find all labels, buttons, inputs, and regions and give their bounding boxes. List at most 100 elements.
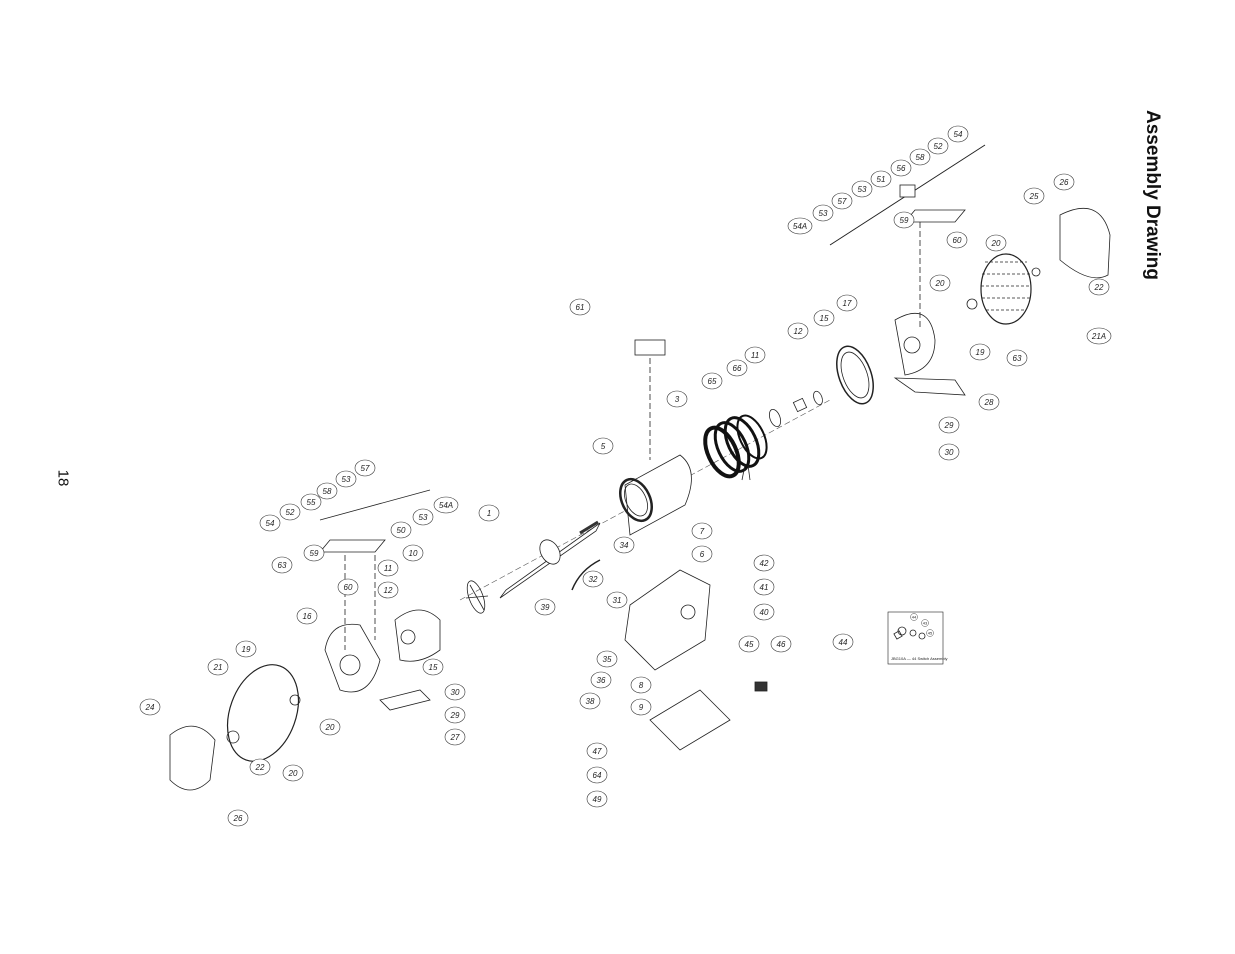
power-cord (571, 559, 601, 591)
callout-12: 12 (787, 322, 809, 340)
callout-61: 61 (569, 298, 591, 316)
callout-25: 25 (1023, 187, 1045, 205)
callout-label: 53 (858, 185, 867, 194)
callout-58: 58 (316, 482, 338, 500)
callout-36: 36 (590, 671, 612, 689)
inset-callout-label: 45 (928, 630, 933, 635)
callout-label: 59 (310, 549, 319, 558)
callout-52: 52 (927, 137, 949, 155)
callout-42: 42 (753, 554, 775, 572)
callout-label: 66 (733, 364, 742, 373)
callout-label: 21A (1091, 332, 1106, 341)
callout-label: 65 (708, 377, 717, 386)
callout-label: 54 (266, 519, 275, 528)
callout-65: 65 (701, 372, 723, 390)
callout-label: 47 (593, 747, 602, 756)
callout-20: 20 (282, 764, 304, 782)
callout-label: 8 (639, 681, 644, 690)
callout-6: 6 (691, 545, 713, 563)
callout-57: 57 (354, 459, 376, 477)
stator (703, 414, 768, 481)
callout-50: 50 (390, 521, 412, 539)
callout-30: 30 (938, 443, 960, 461)
inset-callout-44: 44 (910, 613, 918, 621)
callout-label: 57 (838, 197, 847, 206)
right-wheel (966, 253, 1041, 325)
callout-44: 44 (832, 633, 854, 651)
callout-26: 26 (227, 809, 249, 827)
callout-label: 17 (843, 299, 852, 308)
callout-11: 11 (377, 559, 399, 577)
callout-54A: 54A (787, 217, 813, 235)
callout-label: 31 (613, 596, 622, 605)
callout-label: 12 (794, 327, 803, 336)
callout-35: 35 (596, 650, 618, 668)
callout-label: 52 (934, 142, 943, 151)
callout-label: 50 (397, 526, 406, 535)
callout-label: 19 (242, 645, 251, 654)
callout-label: 26 (1059, 178, 1069, 187)
left-eye-shield-bracket (319, 489, 431, 650)
callout-label: 22 (1094, 283, 1104, 292)
inset-callout-label: 44 (912, 614, 917, 619)
callout-47: 47 (586, 742, 608, 760)
callout-26: 26 (1053, 173, 1075, 191)
callout-label: 21 (213, 663, 223, 672)
callout-label: 22 (255, 763, 265, 772)
callout-label: 20 (288, 769, 298, 778)
callout-label: 54A (439, 501, 453, 510)
callout-9: 9 (630, 698, 652, 716)
callout-10: 10 (402, 544, 424, 562)
callout-8: 8 (630, 676, 652, 694)
callout-53: 53 (335, 470, 357, 488)
callout-label: 54A (793, 222, 807, 231)
callout-56: 56 (890, 159, 912, 177)
callout-53: 53 (412, 508, 434, 526)
right-guard (768, 312, 966, 428)
callout-label: 44 (839, 638, 848, 647)
callout-63: 63 (1006, 349, 1028, 367)
callout-label: 63 (1013, 354, 1022, 363)
callout-40: 40 (753, 603, 775, 621)
callout-54: 54 (947, 125, 969, 143)
base (624, 569, 711, 671)
callout-label: 56 (897, 164, 906, 173)
left-wheel-cover (169, 725, 216, 791)
callout-60: 60 (337, 578, 359, 596)
label-plate (634, 339, 666, 356)
left-tool-rest (379, 689, 431, 711)
callout-label: 20 (991, 239, 1001, 248)
callout-38: 38 (579, 692, 601, 710)
callout-51: 51 (870, 170, 892, 188)
callout-55: 55 (300, 493, 322, 511)
callout-30: 30 (444, 683, 466, 701)
callout-12: 12 (377, 581, 399, 599)
callout-label: 53 (419, 513, 428, 522)
callout-63: 63 (271, 556, 293, 574)
switch (754, 681, 768, 692)
callout-label: 11 (751, 351, 759, 360)
callout-29: 29 (938, 416, 960, 434)
callout-label: 35 (603, 655, 612, 664)
inset-callout-43: 43 (921, 619, 929, 627)
callout-31: 31 (606, 591, 628, 609)
callout-15: 15 (422, 658, 444, 676)
callout-58: 58 (909, 148, 931, 166)
callout-20: 20 (985, 234, 1007, 252)
callout-29: 29 (444, 706, 466, 724)
callout-label: 20 (935, 279, 945, 288)
left-guard (324, 609, 441, 693)
callout-label: 58 (323, 487, 332, 496)
callout-label: 15 (820, 314, 829, 323)
callout-54: 54 (259, 514, 281, 532)
callout-label: 36 (597, 676, 606, 685)
callout-label: 6 (700, 550, 705, 559)
callout-label: 60 (953, 236, 962, 245)
callout-22: 22 (1088, 278, 1110, 296)
callout-15: 15 (813, 309, 835, 327)
motor-housing (619, 454, 692, 536)
callout-label: 58 (916, 153, 925, 162)
callout-11: 11 (744, 346, 766, 364)
callout-1: 1 (478, 504, 500, 522)
callout-20: 20 (929, 274, 951, 292)
